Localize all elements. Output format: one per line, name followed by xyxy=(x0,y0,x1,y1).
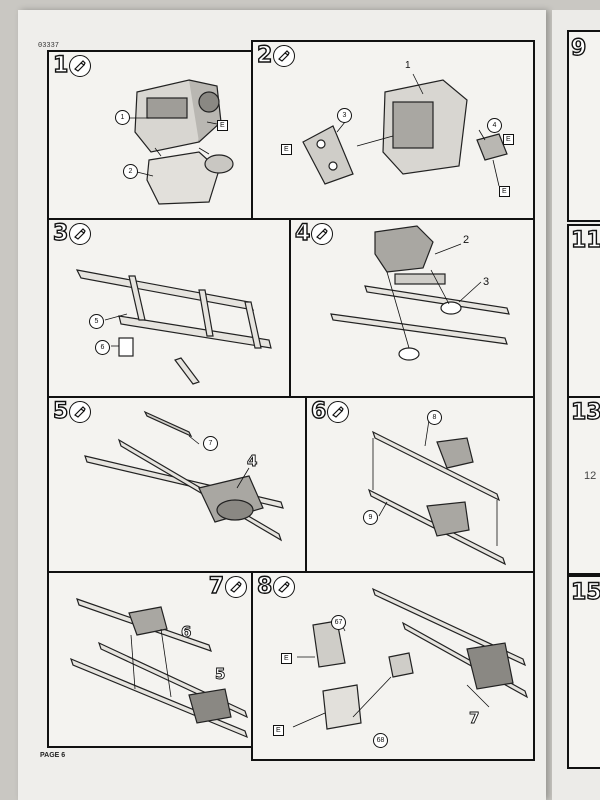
callout-part-9: 9 xyxy=(363,510,378,525)
running-boards-drawing xyxy=(292,587,529,730)
engine-mounts-drawing xyxy=(302,73,508,187)
glue-flag-e: E xyxy=(499,186,510,197)
step-panel-7: 7 6 5 xyxy=(47,571,255,748)
step-panel-2: 2 1 3 4 E E E xyxy=(251,40,535,222)
step-number: 2 xyxy=(256,43,273,68)
step-panel-5: 5 7 4 xyxy=(47,396,309,575)
glue-flag-e: E xyxy=(281,144,292,155)
glue-tube-icon xyxy=(69,401,92,423)
engine-block-drawing xyxy=(129,79,234,205)
glue-tube-icon xyxy=(327,401,350,423)
glue-flag-e: E xyxy=(503,134,514,145)
step-header-2: 2 xyxy=(256,43,296,68)
step-number: 6 xyxy=(310,399,327,424)
callout-part-3: 3 xyxy=(483,276,490,288)
step-number: 1 xyxy=(52,53,69,78)
step-header-5: 5 xyxy=(52,399,92,424)
engine-install-drawing xyxy=(330,225,510,361)
step-header-8: 8 xyxy=(256,574,296,599)
callout-part-2: 2 xyxy=(463,234,470,246)
callout-part-7: 7 xyxy=(203,436,218,451)
frame-with-engine-drawing xyxy=(84,410,284,542)
glue-tube-icon xyxy=(273,45,296,67)
step-panel-8: 8 67 68 7 E E xyxy=(251,571,535,761)
callout-part-4: 4 xyxy=(487,118,502,133)
next-page-panel-13 xyxy=(567,396,600,575)
step-number: 7 xyxy=(208,574,225,599)
next-step-number-11: 11 xyxy=(570,227,600,253)
callout-part-3: 3 xyxy=(337,108,352,123)
step-number: 4 xyxy=(294,221,311,246)
step-header-1: 1 xyxy=(52,53,92,78)
callout-part-7: 7 xyxy=(469,709,480,728)
callout-part-68: 68 xyxy=(373,733,388,748)
step-panel-1: 1 1 2 E xyxy=(47,50,255,222)
glue-flag-e: E xyxy=(281,653,292,664)
step-panel-3: 3 5 6 xyxy=(47,218,293,400)
glue-tube-icon xyxy=(69,55,92,77)
part-number: 03337 xyxy=(38,42,60,50)
callout-part-6: 6 xyxy=(95,340,110,355)
next-page-panel-9 xyxy=(567,30,600,222)
callout-part-5: 5 xyxy=(215,665,226,684)
step-panel-6: 6 8 9 xyxy=(305,396,535,575)
axle-assembly-drawing xyxy=(367,419,507,566)
callout-part-67: 67 xyxy=(331,615,346,630)
step-header-7: 7 xyxy=(208,574,247,599)
callout-part-2: 2 xyxy=(123,164,138,179)
next-page-panel-15 xyxy=(567,575,600,769)
glue-tube-icon xyxy=(225,576,247,598)
callout-part-1: 1 xyxy=(405,60,411,71)
page-number: PAGE 6 xyxy=(40,752,66,759)
callout-part-4: 4 xyxy=(247,452,258,471)
callout-part-5: 5 xyxy=(89,314,104,329)
step-header-6: 6 xyxy=(310,399,350,424)
glue-flag-e: E xyxy=(273,725,284,736)
callout-part-8: 8 xyxy=(427,410,442,425)
step-number: 5 xyxy=(52,399,69,424)
glue-tube-icon xyxy=(311,223,334,245)
axle-to-frame-drawing xyxy=(70,598,249,739)
next-page-callout-12: 12 xyxy=(584,470,597,482)
step-panel-4: 4 2 3 xyxy=(289,218,535,400)
step-header-4: 4 xyxy=(294,221,334,246)
next-step-number-13: 13 xyxy=(570,399,600,425)
chassis-frame-drawing xyxy=(75,269,272,385)
glue-tube-icon xyxy=(273,576,296,598)
next-page-panel-11 xyxy=(567,224,600,398)
step-header-3: 3 xyxy=(52,221,92,246)
step-number: 8 xyxy=(256,574,273,599)
glue-tube-icon xyxy=(69,223,92,245)
callout-part-1: 1 xyxy=(115,110,130,125)
next-step-number-15: 15 xyxy=(570,579,600,605)
step-number: 3 xyxy=(52,221,69,246)
next-step-number-9: 9 xyxy=(570,35,587,61)
glue-flag-e: E xyxy=(217,120,228,131)
callout-part-6: 6 xyxy=(181,623,192,642)
